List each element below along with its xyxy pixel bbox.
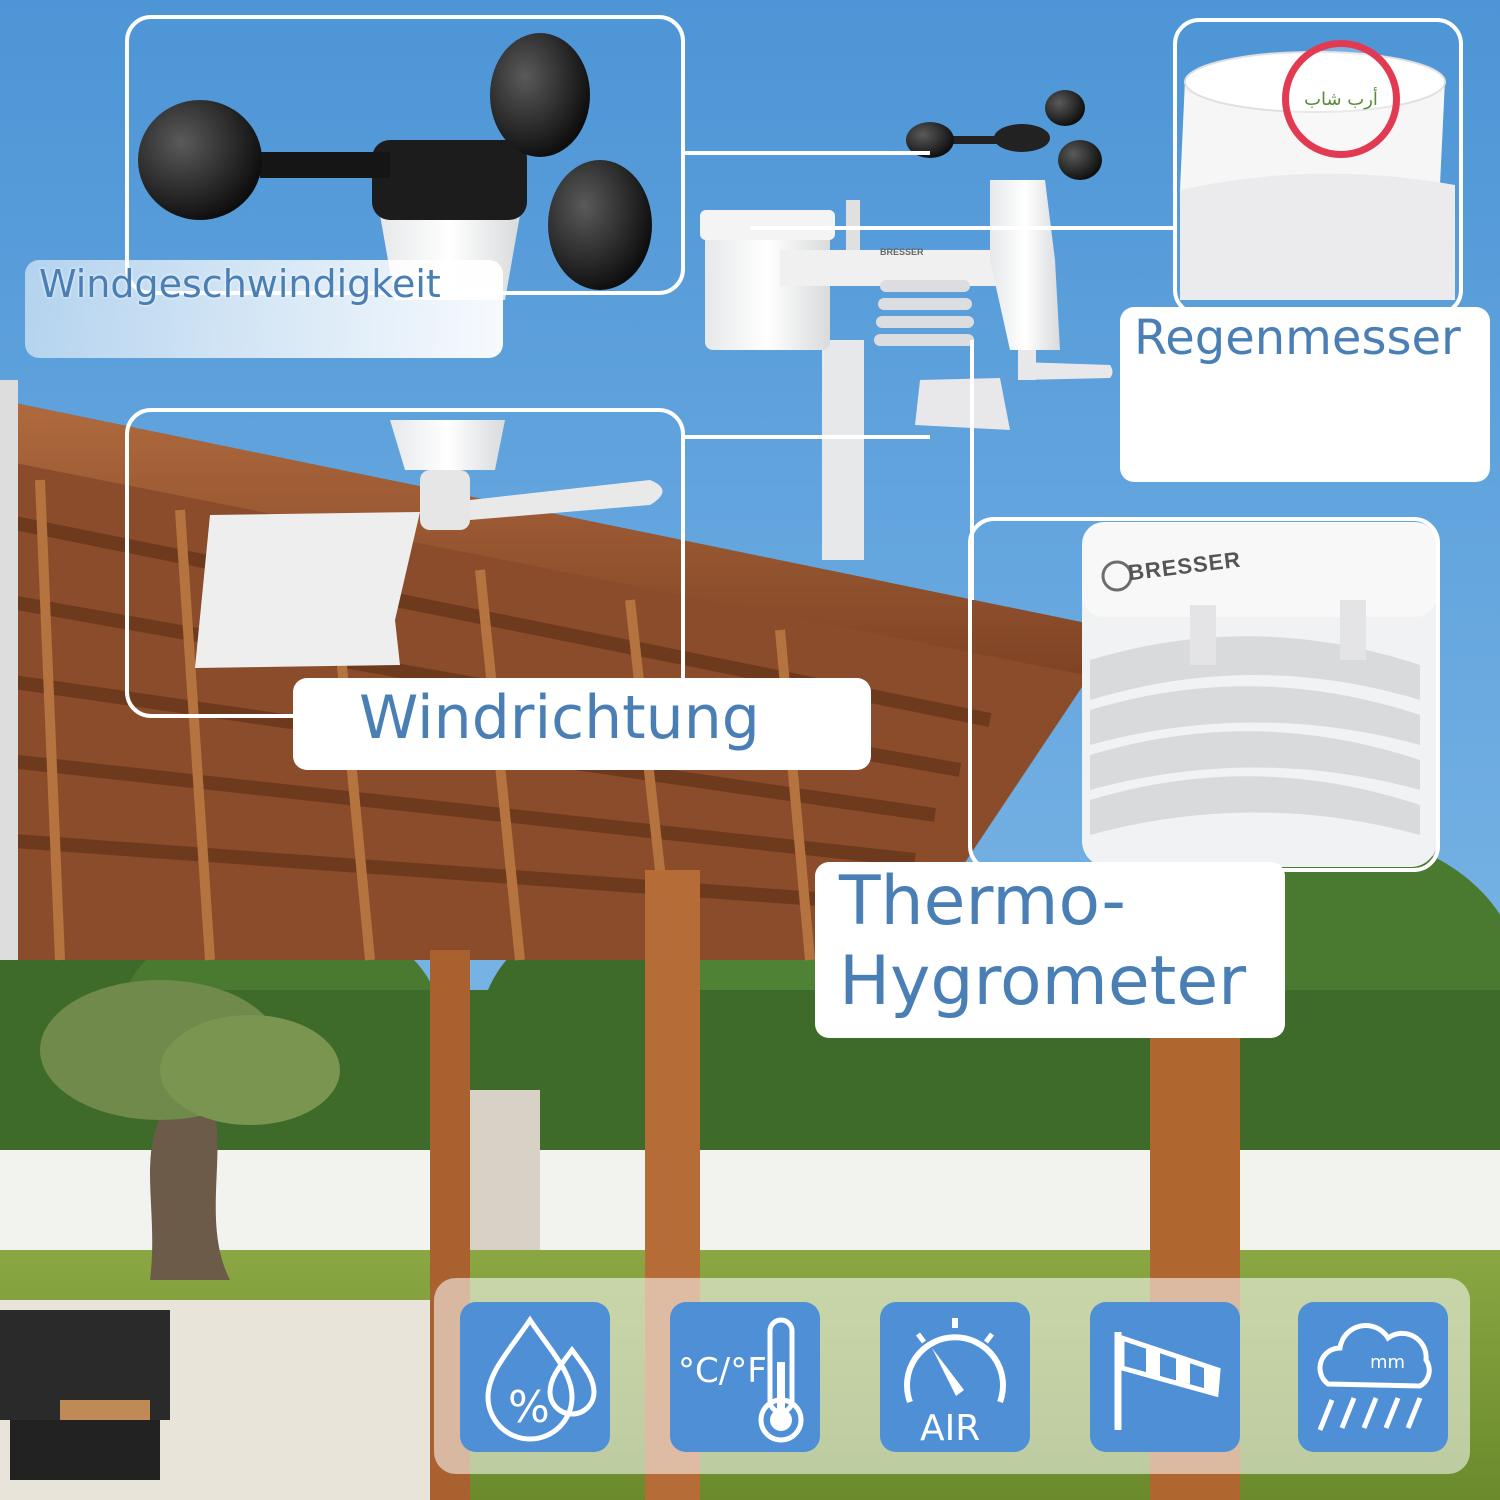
- wind-speed-callout-frame: [125, 15, 685, 295]
- thermo-text-line1: Thermo-: [839, 862, 1126, 941]
- station-anemometer: [906, 90, 1102, 350]
- olive-tree: [40, 980, 340, 1280]
- air-pressure-tile: AIR: [880, 1302, 1030, 1452]
- watermark-text: أرب شاب: [1304, 88, 1378, 110]
- wind-direction-label: Windrichtung: [293, 678, 871, 770]
- garden-wall: [0, 1150, 1500, 1260]
- wind-vane-closeup: [195, 420, 663, 668]
- humidity-symbol: %: [508, 1382, 550, 1433]
- brand-logo-small: BRESSER: [880, 247, 924, 257]
- temperature-tile: °C/°F: [670, 1302, 820, 1452]
- thermometer-icon: °C/°F: [678, 1317, 804, 1443]
- wind-direction-callout-frame: [125, 408, 685, 718]
- thermo-hygrometer-closeup: [1082, 522, 1437, 867]
- station-pole: [822, 340, 864, 560]
- temperature-unit: °C/°F: [678, 1351, 767, 1391]
- rain-gauge-label: Regenmesser: [1120, 307, 1490, 482]
- thermo-hygrometer-label: Thermo- Hygrometer: [815, 862, 1285, 1038]
- rain-gauge-text: Regenmesser: [1134, 310, 1461, 366]
- wind-direction-text: Windrichtung: [359, 683, 760, 753]
- anemometer-closeup: [138, 33, 652, 300]
- thermo-text-line2: Hygrometer: [839, 942, 1247, 1021]
- connector-lines: [682, 151, 1175, 600]
- wind-tile: [1090, 1302, 1240, 1452]
- windsock-icon: [1114, 1332, 1221, 1430]
- wind-speed-label: Windgeschwindigkeit: [25, 260, 503, 358]
- station-radiation-shield: [874, 280, 974, 346]
- station-rain-gauge: [700, 210, 835, 350]
- station-wind-vane: [915, 350, 1113, 430]
- wind-speed-text: Windgeschwindigkeit: [39, 262, 441, 306]
- garden-chair: [0, 1310, 170, 1480]
- humidity-tile: %: [460, 1302, 610, 1452]
- rain-unit: mm: [1370, 1352, 1405, 1373]
- watermark-seal: أرب شاب: [1282, 40, 1400, 158]
- air-pressure-icon: AIR: [904, 1318, 1006, 1449]
- air-label: AIR: [920, 1408, 980, 1449]
- rain-cloud-icon: mm: [1317, 1323, 1432, 1431]
- humidity-icon: %: [485, 1315, 597, 1442]
- rain-tile: mm: [1298, 1302, 1448, 1452]
